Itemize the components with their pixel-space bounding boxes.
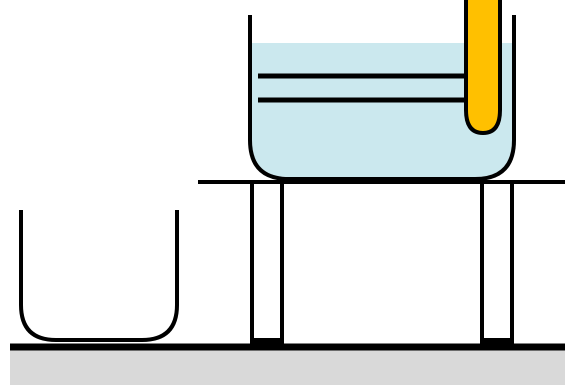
stand-leg-left [250, 180, 284, 346]
large-beaker [248, 15, 516, 181]
test-tube [464, 0, 502, 136]
stand-leg-right [480, 180, 514, 346]
empty-beaker [19, 210, 179, 342]
stand-foot-right [480, 338, 514, 346]
stand-foot-left [250, 338, 284, 346]
ground-surface [10, 348, 565, 385]
